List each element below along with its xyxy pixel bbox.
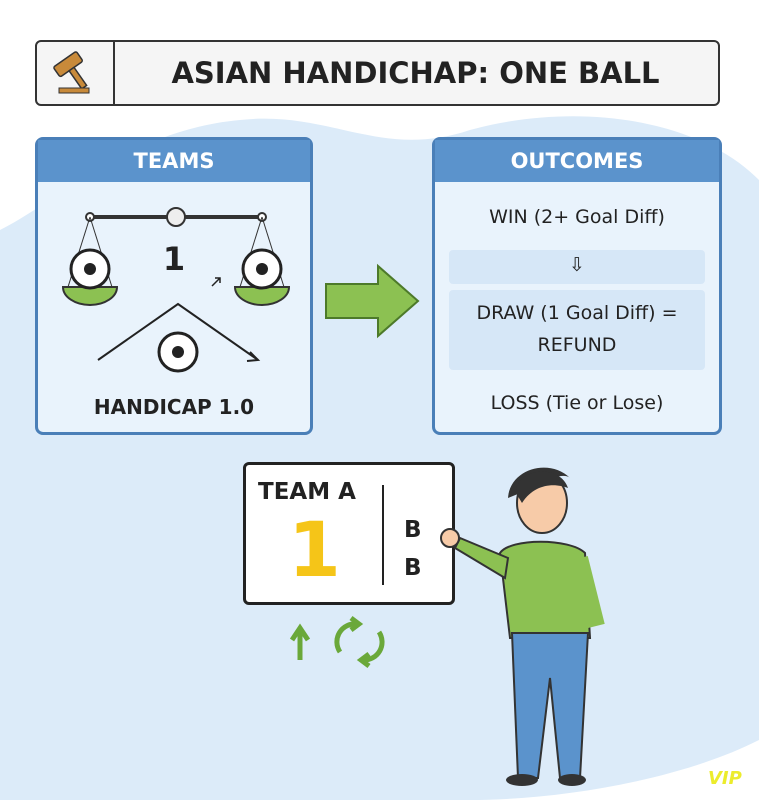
outcome-win: WIN (2+ Goal Diff) (489, 206, 665, 228)
soccer-ball-icon (69, 248, 111, 290)
teams-panel: TEAMS 1 HANDICAP 1.0 (35, 137, 313, 435)
page-title: ASIAN HANDICHAP: ONE BALL (171, 56, 660, 90)
watermark-logo: VIP (708, 768, 742, 789)
scoreboard-score: 1 (288, 505, 341, 594)
scoreboard: TEAM A 1 B B (243, 462, 455, 605)
title-bar: ASIAN HANDICHAP: ONE BALL (35, 40, 720, 106)
scoreboard-b1: B (404, 517, 422, 543)
balance-scale-icon (61, 207, 291, 373)
outcomes-panel: OUTCOMES WIN (2+ Goal Diff) ⇩ DRAW (1 Go… (432, 137, 722, 435)
refresh-icons (289, 616, 385, 668)
down-arrow-icon: ⇩ (569, 254, 585, 276)
teams-header: TEAMS (38, 140, 310, 182)
right-arrow-icon (325, 263, 420, 339)
person-pointing-illustration (440, 467, 605, 786)
handicap-number: 1 (162, 240, 186, 278)
outcome-loss: LOSS (Tie or Lose) (490, 392, 664, 414)
gavel-icon (37, 42, 115, 104)
refresh-icon (334, 616, 385, 668)
scoreboard-team: TEAM A (258, 479, 356, 505)
handicap-label: HANDICAP 1.0 (93, 395, 255, 419)
soccer-ball-icon (157, 331, 199, 373)
up-arrow-icon (289, 623, 311, 660)
outcomes-header: OUTCOMES (435, 140, 719, 182)
outcome-draw: DRAW (1 Goal Diff) = (476, 302, 678, 324)
outcome-refund: REFUND (537, 334, 617, 356)
scoreboard-b2: B (404, 555, 422, 581)
soccer-ball-icon (241, 248, 283, 290)
